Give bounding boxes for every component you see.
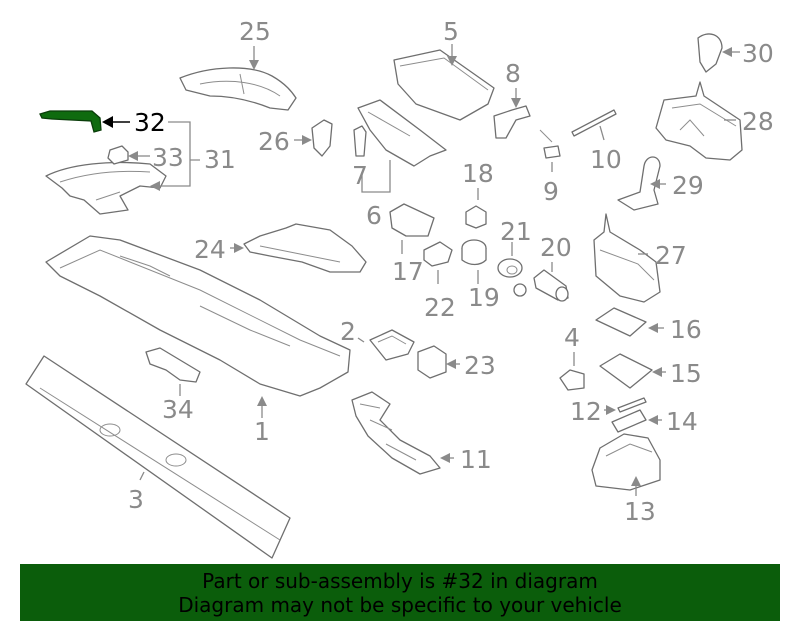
part-16-arrow (648, 323, 658, 333)
part-6-lid-assembly[interactable] (357, 99, 447, 167)
part-label-10[interactable]: 10 (590, 145, 622, 174)
part-9-sensor[interactable] (539, 129, 561, 159)
part-label-12[interactable]: 12 (570, 397, 602, 426)
part-label-29[interactable]: 29 (672, 171, 704, 200)
banner-line-1: Part or sub-assembly is #32 in diagram (202, 569, 598, 593)
part-label-27[interactable]: 27 (655, 241, 687, 270)
part-label-5[interactable]: 5 (443, 17, 459, 46)
part-2-tray[interactable] (369, 329, 415, 361)
part-2-leader (357, 337, 365, 343)
part-label-13[interactable]: 13 (624, 497, 656, 526)
part-1-arrow (257, 396, 267, 406)
part-label-21[interactable]: 21 (500, 217, 532, 246)
part-label-33[interactable]: 33 (152, 143, 184, 172)
part-label-31[interactable]: 31 (204, 145, 236, 174)
part-15-arrow (652, 367, 662, 377)
part-29-arrow (650, 179, 660, 189)
part-21-socket[interactable] (497, 258, 527, 297)
part-label-19[interactable]: 19 (468, 283, 500, 312)
part-23-module[interactable] (417, 345, 447, 379)
part-label-8[interactable]: 8 (505, 59, 521, 88)
part-25-trim[interactable] (179, 67, 297, 111)
part-label-18[interactable]: 18 (462, 159, 494, 188)
part-17-switch[interactable] (389, 203, 435, 237)
part-label-17[interactable]: 17 (392, 257, 424, 286)
part-3-leader (139, 471, 145, 481)
part-label-34[interactable]: 34 (162, 395, 194, 424)
part-label-7[interactable]: 7 (352, 161, 368, 190)
parts-diagram: 32 33 31 25 26 5 7 6 (25, 17, 774, 559)
part-label-32[interactable]: 32 (134, 108, 166, 137)
part-label-2[interactable]: 2 (340, 317, 356, 346)
part-label-11[interactable]: 11 (460, 445, 492, 474)
part-label-22[interactable]: 22 (424, 293, 456, 322)
part-5-arrow (447, 56, 457, 66)
part-10-strip[interactable] (571, 109, 617, 137)
part-23-arrow (446, 359, 456, 369)
part-label-26[interactable]: 26 (258, 127, 290, 156)
part-15-pad[interactable] (599, 353, 653, 389)
part-6-bracket (361, 160, 391, 193)
part-5-lid[interactable] (393, 49, 495, 121)
part-19-ring[interactable] (461, 239, 487, 266)
part-32-trim[interactable] (39, 110, 102, 133)
part-33-arrow (128, 151, 138, 161)
part-label-20[interactable]: 20 (540, 233, 572, 262)
part-12-strip[interactable] (617, 397, 647, 413)
part-label-4[interactable]: 4 (564, 323, 580, 352)
part-8-arrow (511, 98, 521, 108)
part-14-arrow (648, 415, 658, 425)
part-label-9[interactable]: 9 (543, 177, 559, 206)
part-31-bracket (160, 121, 200, 187)
part-32-arrow (102, 116, 113, 128)
part-27-shifter-assembly[interactable] (593, 213, 661, 303)
part-13-arrow (631, 476, 641, 486)
part-label-28[interactable]: 28 (742, 107, 774, 136)
part-11-arrow (440, 453, 450, 463)
part-29-shift-knob[interactable] (617, 156, 661, 211)
part-label-30[interactable]: 30 (742, 39, 774, 68)
part-label-23[interactable]: 23 (464, 351, 496, 380)
part-label-1[interactable]: 1 (254, 417, 270, 446)
part-label-6[interactable]: 6 (366, 201, 382, 230)
part-label-25[interactable]: 25 (239, 17, 271, 46)
part-24-trim[interactable] (243, 223, 367, 273)
info-banner: Part or sub-assembly is #32 in diagram D… (20, 564, 780, 621)
part-4-clip[interactable] (559, 369, 585, 391)
part-26-clip[interactable] (311, 119, 333, 157)
part-label-15[interactable]: 15 (670, 359, 702, 388)
part-3-panel[interactable] (25, 355, 291, 559)
part-label-24[interactable]: 24 (194, 235, 226, 264)
part-30-arrow (722, 47, 732, 57)
part-10-leader (599, 125, 605, 141)
part-20-lighter[interactable] (533, 269, 569, 302)
part-7-bolt[interactable] (353, 125, 367, 157)
part-30-shift-knob[interactable] (697, 33, 723, 73)
part-33-clip[interactable] (107, 145, 129, 165)
part-8-bracket[interactable] (493, 105, 531, 139)
part-31-arrow (150, 181, 160, 191)
part-label-14[interactable]: 14 (666, 407, 698, 436)
part-18-knob[interactable] (465, 205, 487, 229)
part-31-armrest[interactable] (45, 161, 167, 215)
part-12-arrow (606, 405, 616, 415)
part-26-arrow (302, 135, 312, 145)
part-11-harness[interactable] (351, 391, 441, 475)
part-label-3[interactable]: 3 (128, 485, 144, 514)
part-25-arrow (249, 60, 259, 70)
part-16-pad[interactable] (595, 307, 647, 337)
part-label-16[interactable]: 16 (670, 315, 702, 344)
part-14-strip[interactable] (611, 409, 647, 433)
banner-line-2: Diagram may not be specific to your vehi… (178, 593, 622, 617)
part-24-arrow (234, 243, 244, 253)
part-22-switch[interactable] (423, 241, 453, 267)
part-13-boot-cover[interactable] (591, 433, 661, 491)
part-28-shifter-housing[interactable] (655, 81, 743, 161)
part-34-cover[interactable] (145, 347, 201, 383)
part-1-console-body[interactable] (45, 235, 351, 397)
